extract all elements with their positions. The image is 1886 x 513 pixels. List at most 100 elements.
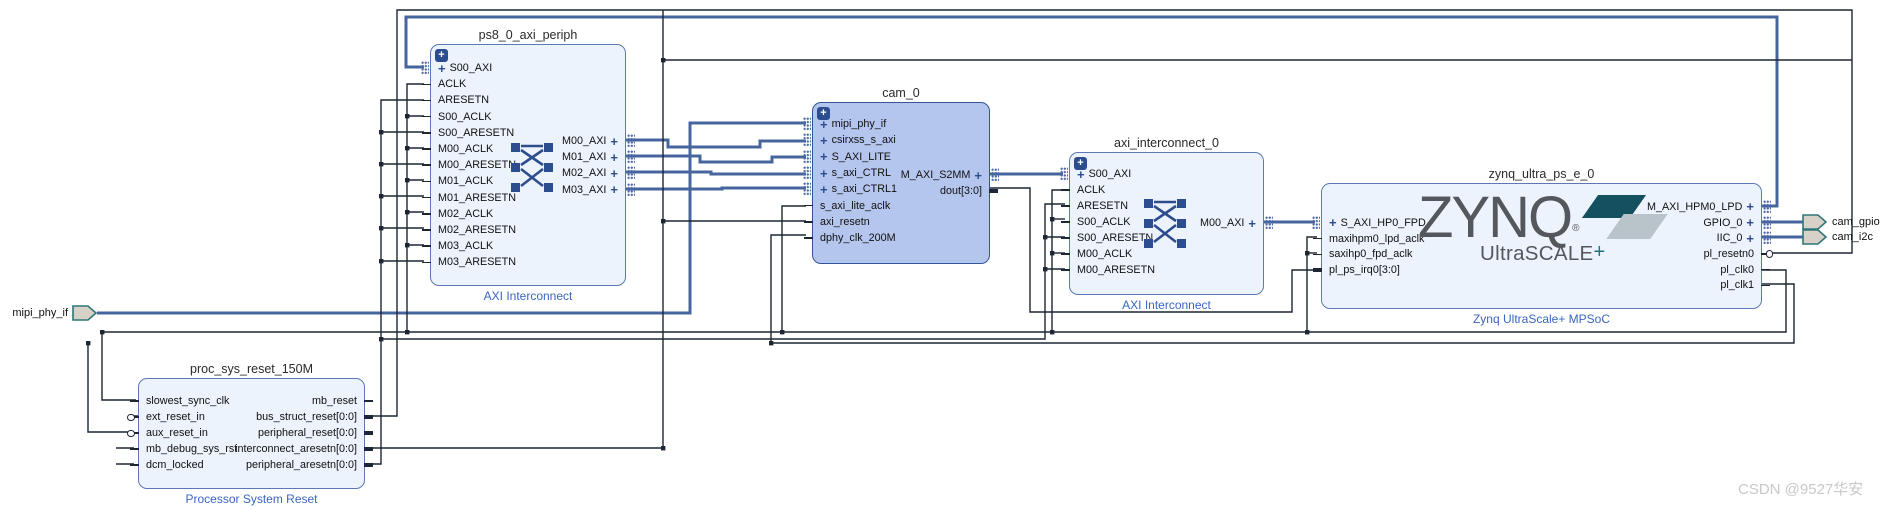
block-axi-interconnect-0[interactable]: axi_interconnect_0 + +S00_AXI ACLK ARESE… (1060, 136, 1273, 312)
port-mipi-phy-if[interactable]: +mipi_phy_if (803, 116, 989, 132)
port-label: s_axi_CTRL (831, 167, 891, 180)
port-s00-axi[interactable]: +S00_AXI (1060, 166, 1263, 182)
block-title[interactable]: axi_interconnect_0 (1114, 136, 1219, 150)
port-aresetn[interactable]: ARESETN (1061, 198, 1263, 214)
port-label: bus_struct_reset[0:0] (256, 411, 357, 423)
external-port-label-cam-gpio: cam_gpio (1832, 216, 1880, 228)
zynq-logo: ZYNQ® UltraSCALE+ (1418, 187, 1718, 300)
port-label: IIC_0 (1716, 232, 1743, 245)
port-m-axi-s2mm[interactable]: M_AXI_S2MM+ (813, 167, 999, 183)
port-m01-aresetn[interactable]: M01_ARESETN (422, 190, 625, 206)
port-m00-aresetn[interactable]: M00_ARESETN (422, 157, 625, 173)
block-cam-0[interactable]: cam_0 + +mipi_phy_if +csirxss_s_axi +S_A… (803, 86, 999, 264)
block-title[interactable]: cam_0 (882, 86, 920, 100)
port-s-axi-ctrl[interactable]: +s_axi_CTRL (803, 165, 989, 181)
port-label: M01_ARESETN (438, 191, 517, 204)
expand-plus-icon[interactable]: + (435, 49, 448, 62)
port-label: M00_ARESETN (438, 159, 517, 172)
port-m-axi-hpm0-lpd[interactable]: M_AXI_HPM0_LPD+ (1581, 199, 1771, 215)
port-slowest-sync-clk[interactable]: slowest_sync_clk (130, 393, 259, 409)
port-label: GPIO_0 (1703, 216, 1743, 229)
port-m03-axi[interactable]: M03_AXI+ (431, 182, 635, 198)
port-s00-aclk[interactable]: S00_ACLK (422, 109, 625, 125)
interface-plus-icon: + (820, 181, 828, 197)
port-s-axi-lite[interactable]: +S_AXI_LITE (803, 149, 989, 165)
port-bus-struct-reset[interactable]: bus_struct_reset[0:0] (204, 409, 373, 425)
port-s-axi-lite-aclk[interactable]: s_axi_lite_aclk (804, 197, 989, 213)
port-dcm-locked[interactable]: dcm_locked (130, 457, 259, 473)
expand-plus-icon[interactable]: + (1074, 157, 1087, 170)
port-m00-axi[interactable]: M00_AXI+ (431, 133, 635, 149)
port-m00-aclk[interactable]: M00_ACLK (422, 141, 625, 157)
port-saxihp0-fpd-aclk[interactable]: saxihp0_fpd_aclk (1313, 247, 1502, 263)
port-label: S00_ACLK (438, 110, 492, 123)
port-label: M_AXI_S2MM (900, 169, 971, 182)
port-label: mb_debug_sys_rst (146, 443, 238, 455)
port-dout[interactable]: dout[3:0] (813, 183, 998, 199)
port-ext-reset-in[interactable]: ext_reset_in (127, 409, 259, 425)
port-s00-axi[interactable]: +S00_AXI (421, 60, 625, 76)
port-pl-clk1[interactable]: pl_clk1 (1581, 277, 1770, 293)
port-label: M01_ACLK (438, 175, 494, 188)
expand-plus-icon[interactable]: + (817, 107, 830, 120)
port-m00-aclk[interactable]: M00_ACLK (1061, 246, 1263, 262)
block-zynq-ultra-ps-e-0[interactable]: zynq_ultra_ps_e_0 +S_AXI_HP0_FPD maxihpm… (1312, 167, 1773, 326)
port-m03-aresetn[interactable]: M03_ARESETN (422, 254, 625, 270)
port-label: M03_ARESETN (438, 256, 517, 269)
port-aresetn[interactable]: ARESETN (422, 92, 625, 108)
port-m02-axi[interactable]: M02_AXI+ (431, 165, 635, 181)
port-m00-axi[interactable]: M00_AXI+ (1070, 215, 1273, 231)
port-label: M00_AXI (561, 135, 607, 148)
port-s00-aclk[interactable]: S00_ACLK (1061, 214, 1263, 230)
block-title[interactable]: zynq_ultra_ps_e_0 (1488, 167, 1595, 181)
port-aux-reset-in[interactable]: aux_reset_in (127, 425, 259, 441)
port-m00-aresetn[interactable]: M00_ARESETN (1061, 262, 1263, 278)
port-peripheral-aresetn[interactable]: peripheral_aresetn[0:0] (204, 457, 373, 473)
port-pl-clk0[interactable]: pl_clk0 (1581, 262, 1770, 278)
block-proc-sys-reset-150m[interactable]: proc_sys_reset_150M slowest_sync_clk ext… (127, 362, 373, 506)
port-s00-aresetn[interactable]: S00_ARESETN (422, 125, 625, 141)
port-label: slowest_sync_clk (146, 395, 230, 407)
port-mb-debug-sys-rst[interactable]: mb_debug_sys_rst (130, 441, 259, 457)
interface-plus-icon: + (1248, 215, 1256, 231)
external-port-mipi-phy-if[interactable] (72, 305, 98, 321)
port-label: maxihpm0_lpd_aclk (1329, 232, 1425, 245)
port-label: dphy_clk_200M (820, 232, 896, 245)
port-axi-resetn[interactable]: axi_resetn (804, 214, 989, 230)
port-pl-ps-irq0[interactable]: pl_ps_irq0[3:0] (1313, 262, 1502, 278)
port-label: s_axi_lite_aclk (820, 199, 891, 212)
port-label: M02_ACLK (438, 207, 494, 220)
block-title[interactable]: ps8_0_axi_periph (478, 28, 578, 42)
external-port-cam-i2c[interactable] (1802, 229, 1828, 245)
external-port-cam-gpio[interactable] (1802, 214, 1828, 230)
port-mb-reset[interactable]: mb_reset (204, 393, 373, 409)
port-iic-0[interactable]: IIC_0+ (1581, 230, 1771, 246)
port-s-axi-ctrl1[interactable]: +s_axi_CTRL1 (803, 181, 989, 197)
port-label: mipi_phy_if (831, 118, 887, 131)
crossbar-switch-icon (1144, 199, 1186, 248)
crossbar-switch-icon (511, 143, 553, 192)
port-s00-aresetn[interactable]: S00_ARESETN (1061, 230, 1263, 246)
port-peripheral-reset[interactable]: peripheral_reset[0:0] (204, 425, 373, 441)
port-m01-aclk[interactable]: M01_ACLK (422, 173, 625, 189)
port-gpio-0[interactable]: GPIO_0+ (1581, 215, 1771, 231)
port-m03-aclk[interactable]: M03_ACLK (422, 238, 625, 254)
port-label: csirxss_s_axi (831, 134, 896, 147)
port-interconnect-aresetn[interactable]: interconnect_aresetn[0:0] (204, 441, 373, 457)
port-pl-resetn0[interactable]: pl_resetn0 (1581, 246, 1773, 262)
port-m02-aresetn[interactable]: M02_ARESETN (422, 222, 625, 238)
port-m01-axi[interactable]: M01_AXI+ (431, 149, 635, 165)
block-type-label: Processor System Reset (185, 492, 318, 506)
port-m02-aclk[interactable]: M02_ACLK (422, 206, 625, 222)
csdn-watermark: CSDN @9527华安 (1738, 481, 1864, 498)
port-maxihpm0-lpd-aclk[interactable]: maxihpm0_lpd_aclk (1313, 231, 1502, 247)
port-csirxss-s-axi[interactable]: +csirxss_s_axi (803, 132, 989, 148)
port-aclk[interactable]: ACLK (422, 76, 625, 92)
port-aclk[interactable]: ACLK (1061, 182, 1263, 198)
block-title[interactable]: proc_sys_reset_150M (190, 362, 313, 376)
block-ps8-0-axi-periph[interactable]: ps8_0_axi_periph + +S00_AXI ACLK ARESETN… (421, 28, 635, 303)
port-dphy-clk-200m[interactable]: dphy_clk_200M (804, 230, 989, 246)
port-s-axi-hp0-fpd[interactable]: +S_AXI_HP0_FPD (1312, 215, 1502, 231)
